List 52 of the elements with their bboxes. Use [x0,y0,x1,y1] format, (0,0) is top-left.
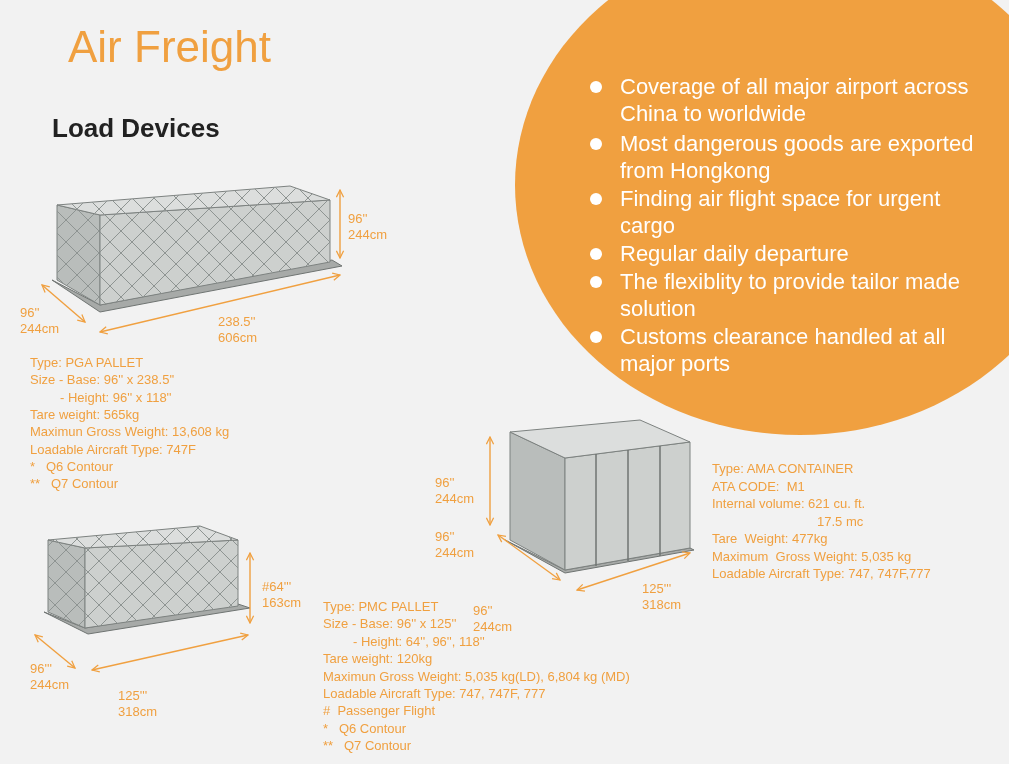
bullet-text: Finding air flight space for urgent cargo [620,185,942,239]
spec-text: Tare Weight: 477kg [712,531,828,547]
bullet-text: Coverage of all major airport across China to worldwide [620,73,970,127]
spec-text: * Q6 Contour [323,720,407,737]
spec-text: * Q6 Contour [30,458,114,475]
slide-title: Air Freight [68,22,271,72]
dimension-text: 163cm [262,595,302,611]
dimension-text: 96'' [435,529,455,545]
dimension-text: 318cm [642,597,682,613]
bullet-text: Customs clearance handled at all major ports [620,323,947,377]
dimension-text: 244cm [20,321,60,337]
dimension-text: 244cm [435,545,475,561]
section-heading: Load Devices [52,112,220,144]
spec-text: Maximum Gross Weight: 5,035 kg [712,548,912,565]
spec-text: Size - Base: 96'' x 125'' [323,616,457,633]
spec-text: Type: AMA CONTAINER [712,461,854,477]
spec-text: Loadable Aircraft Type: 747, 747F, 777 [323,686,546,702]
spec-text: ATA CODE: M1 [712,478,805,495]
dimension-text: #64''' [262,579,292,595]
spec-text: Maximun Gross Weight: 13,608 kg [30,424,230,441]
bullet-text: Most dangerous goods are exported from Hongkong [620,130,975,184]
spec-text: Type: PGA PALLET [30,355,144,371]
dimension-text: 318cm [118,704,158,720]
spec-text: Loadable Aircraft Type: 747, 747F,777 [712,566,931,582]
dimension-text: 96''' [30,661,52,677]
spec-text: - Height: 96'' x 118'' [60,389,172,406]
spec-text: 17.5 mc [817,513,864,530]
dimension-text: 244cm [348,227,388,243]
dimension-text: 125''' [642,581,672,597]
dimension-text: 606cm [218,330,258,346]
dimension-text: 238.5'' [218,314,256,330]
bullet-text: The flexiblity to provide tailor made solution [620,268,961,322]
spec-text: ** Q7 Contour [30,476,119,493]
spec-text: ** Q7 Contour [323,738,412,755]
bullet-text: Regular daily departure [620,240,850,267]
dimension-text: 244cm [435,491,475,507]
spec-text: Type: PMC PALLET [323,599,439,615]
dimension-text: 125''' [118,688,148,704]
spec-text: - Height: 64'', 96'', 118'' [353,633,485,650]
dimension-text: 96'' [473,603,493,619]
dimension-text: 96'' [20,305,40,321]
dimension-text: 96'' [348,211,368,227]
spec-text: Internal volume: 621 cu. ft. [712,496,866,512]
dimension-text: 96'' [435,475,455,491]
spec-text: Tare weight: 120kg [323,651,433,668]
spec-text: # Passenger Flight [323,703,435,720]
spec-text: Tare weight: 565kg [30,406,140,423]
dimension-text: 244cm [30,677,70,693]
spec-text: Loadable Aircraft Type: 747F [30,441,196,458]
spec-text: Maximun Gross Weight: 5,035 kg(LD), 6,804 kg (MD) [323,668,630,685]
dimension-text: 244cm [473,619,513,635]
spec-text: Size - Base: 96'' x 238.5'' [30,372,175,389]
